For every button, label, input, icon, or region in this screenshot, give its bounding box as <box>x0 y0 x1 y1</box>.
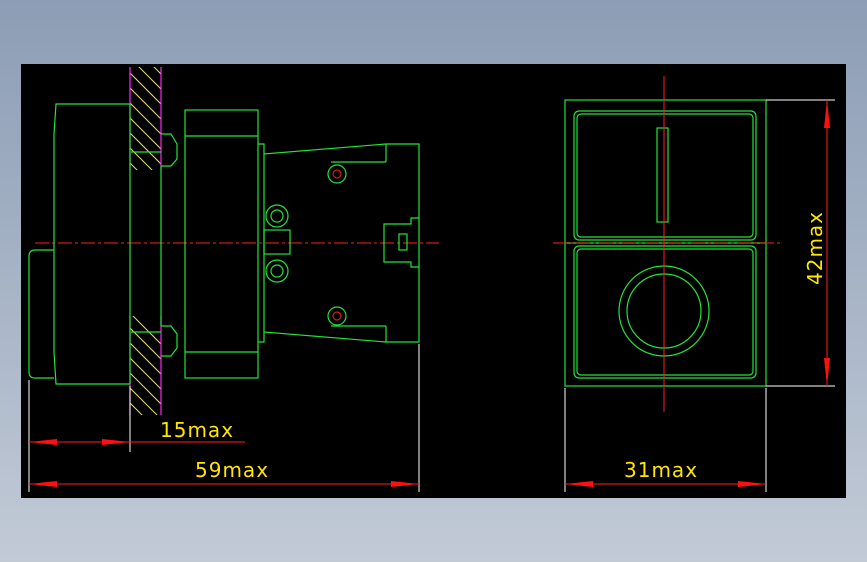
nut-bottom <box>161 325 178 357</box>
dimension-15max: 15max <box>28 380 245 492</box>
rear-latch <box>383 217 419 268</box>
upper-window <box>573 110 757 241</box>
terminal-screw-top <box>327 164 347 184</box>
cad-drawing: 15max 59max 31max 42max <box>28 67 835 492</box>
dimension-59max: 59max <box>29 344 420 492</box>
nut-top <box>161 133 178 167</box>
dim-label-42max: 42max <box>803 211 827 285</box>
indicator-slot <box>656 127 669 223</box>
contact-block <box>258 143 420 343</box>
dim-label-31max: 31max <box>624 458 698 482</box>
panel-section <box>129 67 162 415</box>
side-view <box>28 67 439 415</box>
dim-label-15max: 15max <box>160 418 234 442</box>
cad-viewport[interactable]: 15max 59max 31max 42max <box>21 64 846 498</box>
lower-window <box>573 245 757 379</box>
mounting-adaptor <box>184 109 259 379</box>
front-view <box>553 76 781 412</box>
dimension-31max: 31max <box>564 388 767 492</box>
terminal-screw-bottom <box>327 306 347 326</box>
operator-head <box>53 103 130 385</box>
terminal-screw-mid-1 <box>265 204 289 228</box>
plunger <box>263 229 291 255</box>
terminal-screw-mid-2 <box>265 259 289 283</box>
dim-label-59max: 59max <box>195 458 269 482</box>
dimension-42max: 42max <box>766 99 835 387</box>
front-cap <box>28 249 54 379</box>
